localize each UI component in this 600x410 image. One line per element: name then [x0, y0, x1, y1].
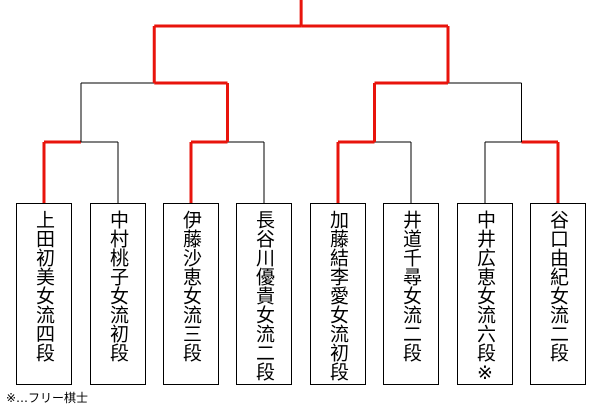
player-name-2: 中村桃子女流初段	[107, 210, 129, 362]
player-box-5: 加藤結李愛女流初段	[310, 203, 366, 385]
player-name-8: 谷口由紀女流二段	[547, 210, 569, 362]
player-name-5: 加藤結李愛女流初段	[327, 210, 349, 381]
player-box-4: 長谷川優貴女流二段	[236, 203, 292, 385]
footnote: ※…フリー棋士	[6, 391, 89, 405]
player-box-7: 中井広恵女流六段※	[457, 203, 513, 385]
player-box-3: 伊藤沙恵女流三段	[163, 203, 219, 385]
player-name-1: 上田初美女流四段	[33, 210, 55, 362]
player-box-8: 谷口由紀女流二段	[530, 203, 586, 385]
player-box-6: 井道千尋女流二段	[383, 203, 439, 385]
player-name-4: 長谷川優貴女流二段	[253, 210, 275, 381]
player-box-1: 上田初美女流四段	[16, 203, 72, 385]
player-name-6: 井道千尋女流二段	[400, 210, 422, 362]
player-name-7: 中井広恵女流六段※	[474, 210, 496, 384]
player-name-3: 伊藤沙恵女流三段	[180, 210, 202, 362]
player-box-2: 中村桃子女流初段	[90, 203, 146, 385]
